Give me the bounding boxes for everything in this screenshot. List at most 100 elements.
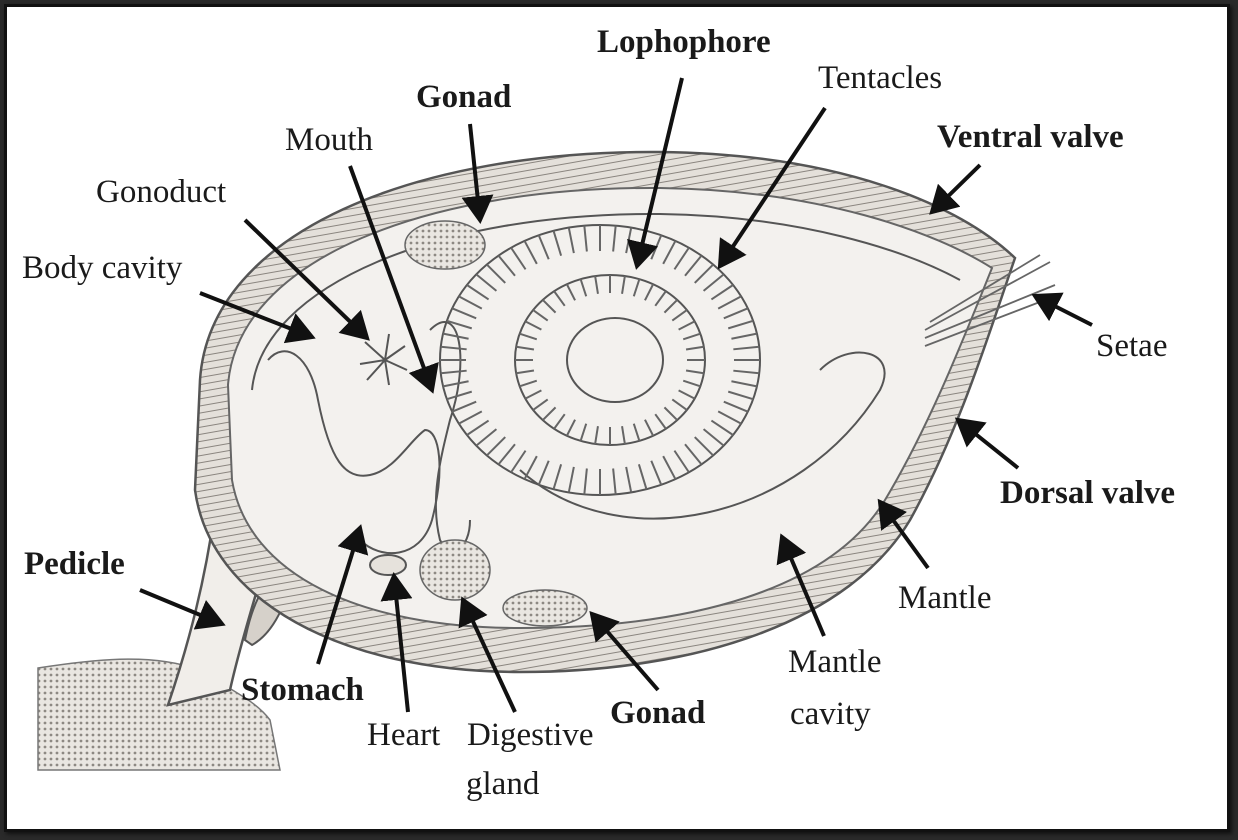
arrow-body-cavity [199, 291, 316, 344]
tentacle [451, 400, 477, 413]
arrow-ventral-valve [929, 163, 982, 215]
tentacle [637, 464, 648, 490]
tentacle-inner [594, 426, 599, 445]
tentacle-inner [678, 389, 696, 400]
tentacle-inner [532, 398, 549, 411]
tentacle [537, 234, 550, 260]
tentacle [486, 436, 506, 457]
tentacle-inner [565, 419, 576, 437]
tentacle-inner [682, 379, 701, 388]
arrow-heart [380, 572, 413, 713]
tentacle-inner [632, 278, 641, 297]
tentacle [731, 380, 758, 388]
label-pedicle: Pedicle [24, 546, 125, 582]
tentacle [731, 332, 758, 340]
tentacle-inner [553, 290, 566, 307]
tentacle [662, 455, 677, 480]
arrow-gonad-bottom [589, 610, 660, 692]
tentacle [650, 460, 663, 486]
tentacle [458, 410, 483, 425]
body-cavity-outline [267, 350, 441, 554]
arrow-digestive-gland [458, 596, 517, 713]
label-gonad-bottom: Gonad [610, 695, 705, 731]
tentacle [702, 428, 725, 447]
gonad-blob-top [404, 220, 486, 270]
tentacle [717, 295, 742, 310]
tentacle [475, 428, 498, 447]
tentacle [694, 263, 714, 284]
arrow-mantle-cavity [776, 533, 826, 637]
tentacle-inner [678, 320, 696, 331]
tentacle [694, 436, 714, 457]
arrow-dorsal-valve [954, 417, 1020, 470]
tentacle-inner [621, 426, 626, 445]
tentacle [727, 319, 754, 330]
tentacle [497, 255, 516, 277]
tentacle-inner [516, 369, 535, 375]
tentacle-inner [621, 275, 626, 294]
tentacle [446, 390, 473, 401]
label-stomach: Stomach [241, 672, 364, 708]
gonad-blob-mid [419, 539, 491, 601]
tentacle-inner [654, 290, 667, 307]
tentacle-inner [542, 406, 557, 421]
label-setae: Setae [1096, 328, 1167, 364]
tentacle [537, 460, 550, 486]
tentacle-inner [594, 275, 599, 294]
tentacle [733, 369, 760, 375]
tentacle [510, 247, 527, 270]
label-ventral-valve: Ventral valve [937, 119, 1124, 155]
tentacle-inner [644, 283, 655, 301]
tentacle [510, 450, 527, 473]
arrow-gonoduct [243, 218, 370, 341]
arrow-mouth [348, 165, 439, 394]
arrow-mantle [877, 498, 930, 570]
label-mantle-cavity-2: cavity [790, 696, 871, 732]
tentacle [497, 443, 516, 465]
tentacle [702, 273, 725, 292]
label-heart: Heart [367, 717, 440, 753]
tentacle [442, 380, 469, 388]
label-tentacles: Tentacles [818, 60, 942, 96]
tentacle [567, 466, 575, 493]
tentacle-inner [516, 345, 535, 351]
tentacle [440, 369, 467, 375]
heart-organ [369, 554, 407, 576]
label-gonad-top: Gonad [416, 79, 511, 115]
tentacle [673, 450, 690, 473]
tentacle [440, 345, 467, 351]
tentacle [684, 443, 703, 465]
tentacle [523, 240, 538, 265]
tentacle [733, 345, 760, 351]
tentacle [466, 419, 490, 436]
tentacle [612, 468, 617, 495]
tentacle [466, 284, 490, 301]
arrow-setae [1031, 292, 1093, 327]
label-lophophore: Lophophore [597, 24, 771, 60]
tentacle [673, 247, 690, 270]
tentacle-inner [644, 419, 655, 437]
label-mantle: Mantle [898, 580, 991, 616]
gonoduct-organ [359, 333, 408, 386]
label-mouth: Mouth [285, 122, 374, 158]
tentacle-ring [440, 225, 760, 495]
tentacle [684, 255, 703, 277]
tentacle [552, 464, 563, 490]
tentacle-inner [654, 413, 667, 430]
tentacle-inner [553, 413, 566, 430]
tentacle [552, 230, 563, 256]
tentacle [625, 466, 633, 493]
gonad-blob-bottom [502, 589, 588, 627]
tentacle [458, 295, 483, 310]
tentacle-inner [579, 423, 588, 442]
tentacle [710, 284, 734, 301]
tentacle [710, 419, 734, 436]
arrow-gonad-top [461, 123, 494, 224]
tentacle [442, 332, 469, 340]
tentacle [717, 410, 742, 425]
tentacle-inner [565, 283, 576, 301]
tentacle-inner [685, 345, 704, 351]
tentacle-inner [671, 309, 688, 322]
label-dorsal-valve: Dorsal valve [1000, 475, 1175, 511]
